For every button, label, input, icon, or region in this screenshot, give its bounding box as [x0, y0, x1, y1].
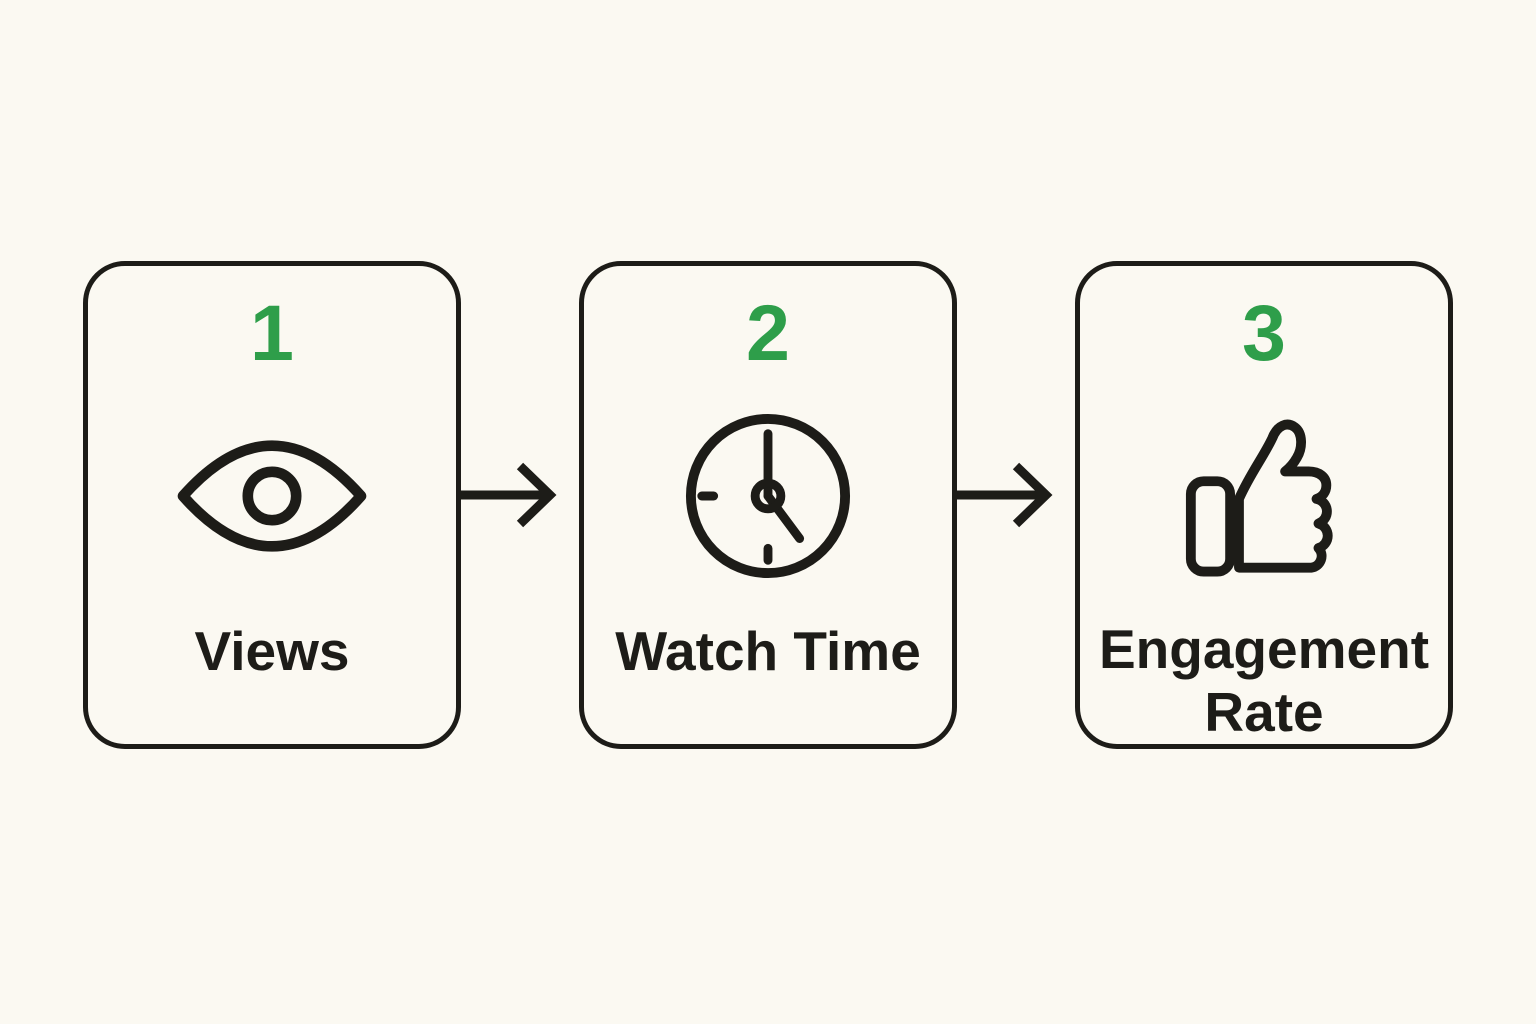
step-icon-wrap: [683, 372, 853, 620]
eye-icon: [175, 436, 369, 557]
clock-icon: [683, 411, 853, 581]
right-arrow-icon: [461, 462, 579, 534]
thumbs-up-icon: [1183, 412, 1345, 578]
flow-connector: [461, 460, 579, 535]
step-label: Views: [194, 620, 350, 682]
step-card-views: 1 Views: [83, 261, 461, 749]
step-icon-wrap: [1183, 372, 1345, 618]
step-card-watch-time: 2 Watch Time: [579, 261, 957, 749]
step-number: 3: [1242, 288, 1286, 377]
flow-row: 1 Views 2: [83, 261, 1453, 749]
step-icon-wrap: [175, 372, 369, 620]
step-label: Watch Time: [615, 620, 921, 682]
step-card-engagement-rate: 3 Engagement Rate: [1075, 261, 1453, 749]
step-label: Engagement Rate: [1098, 618, 1430, 743]
flow-connector: [957, 460, 1075, 535]
step-number: 2: [746, 288, 790, 377]
right-arrow-icon: [957, 462, 1075, 534]
step-number: 1: [250, 288, 294, 377]
